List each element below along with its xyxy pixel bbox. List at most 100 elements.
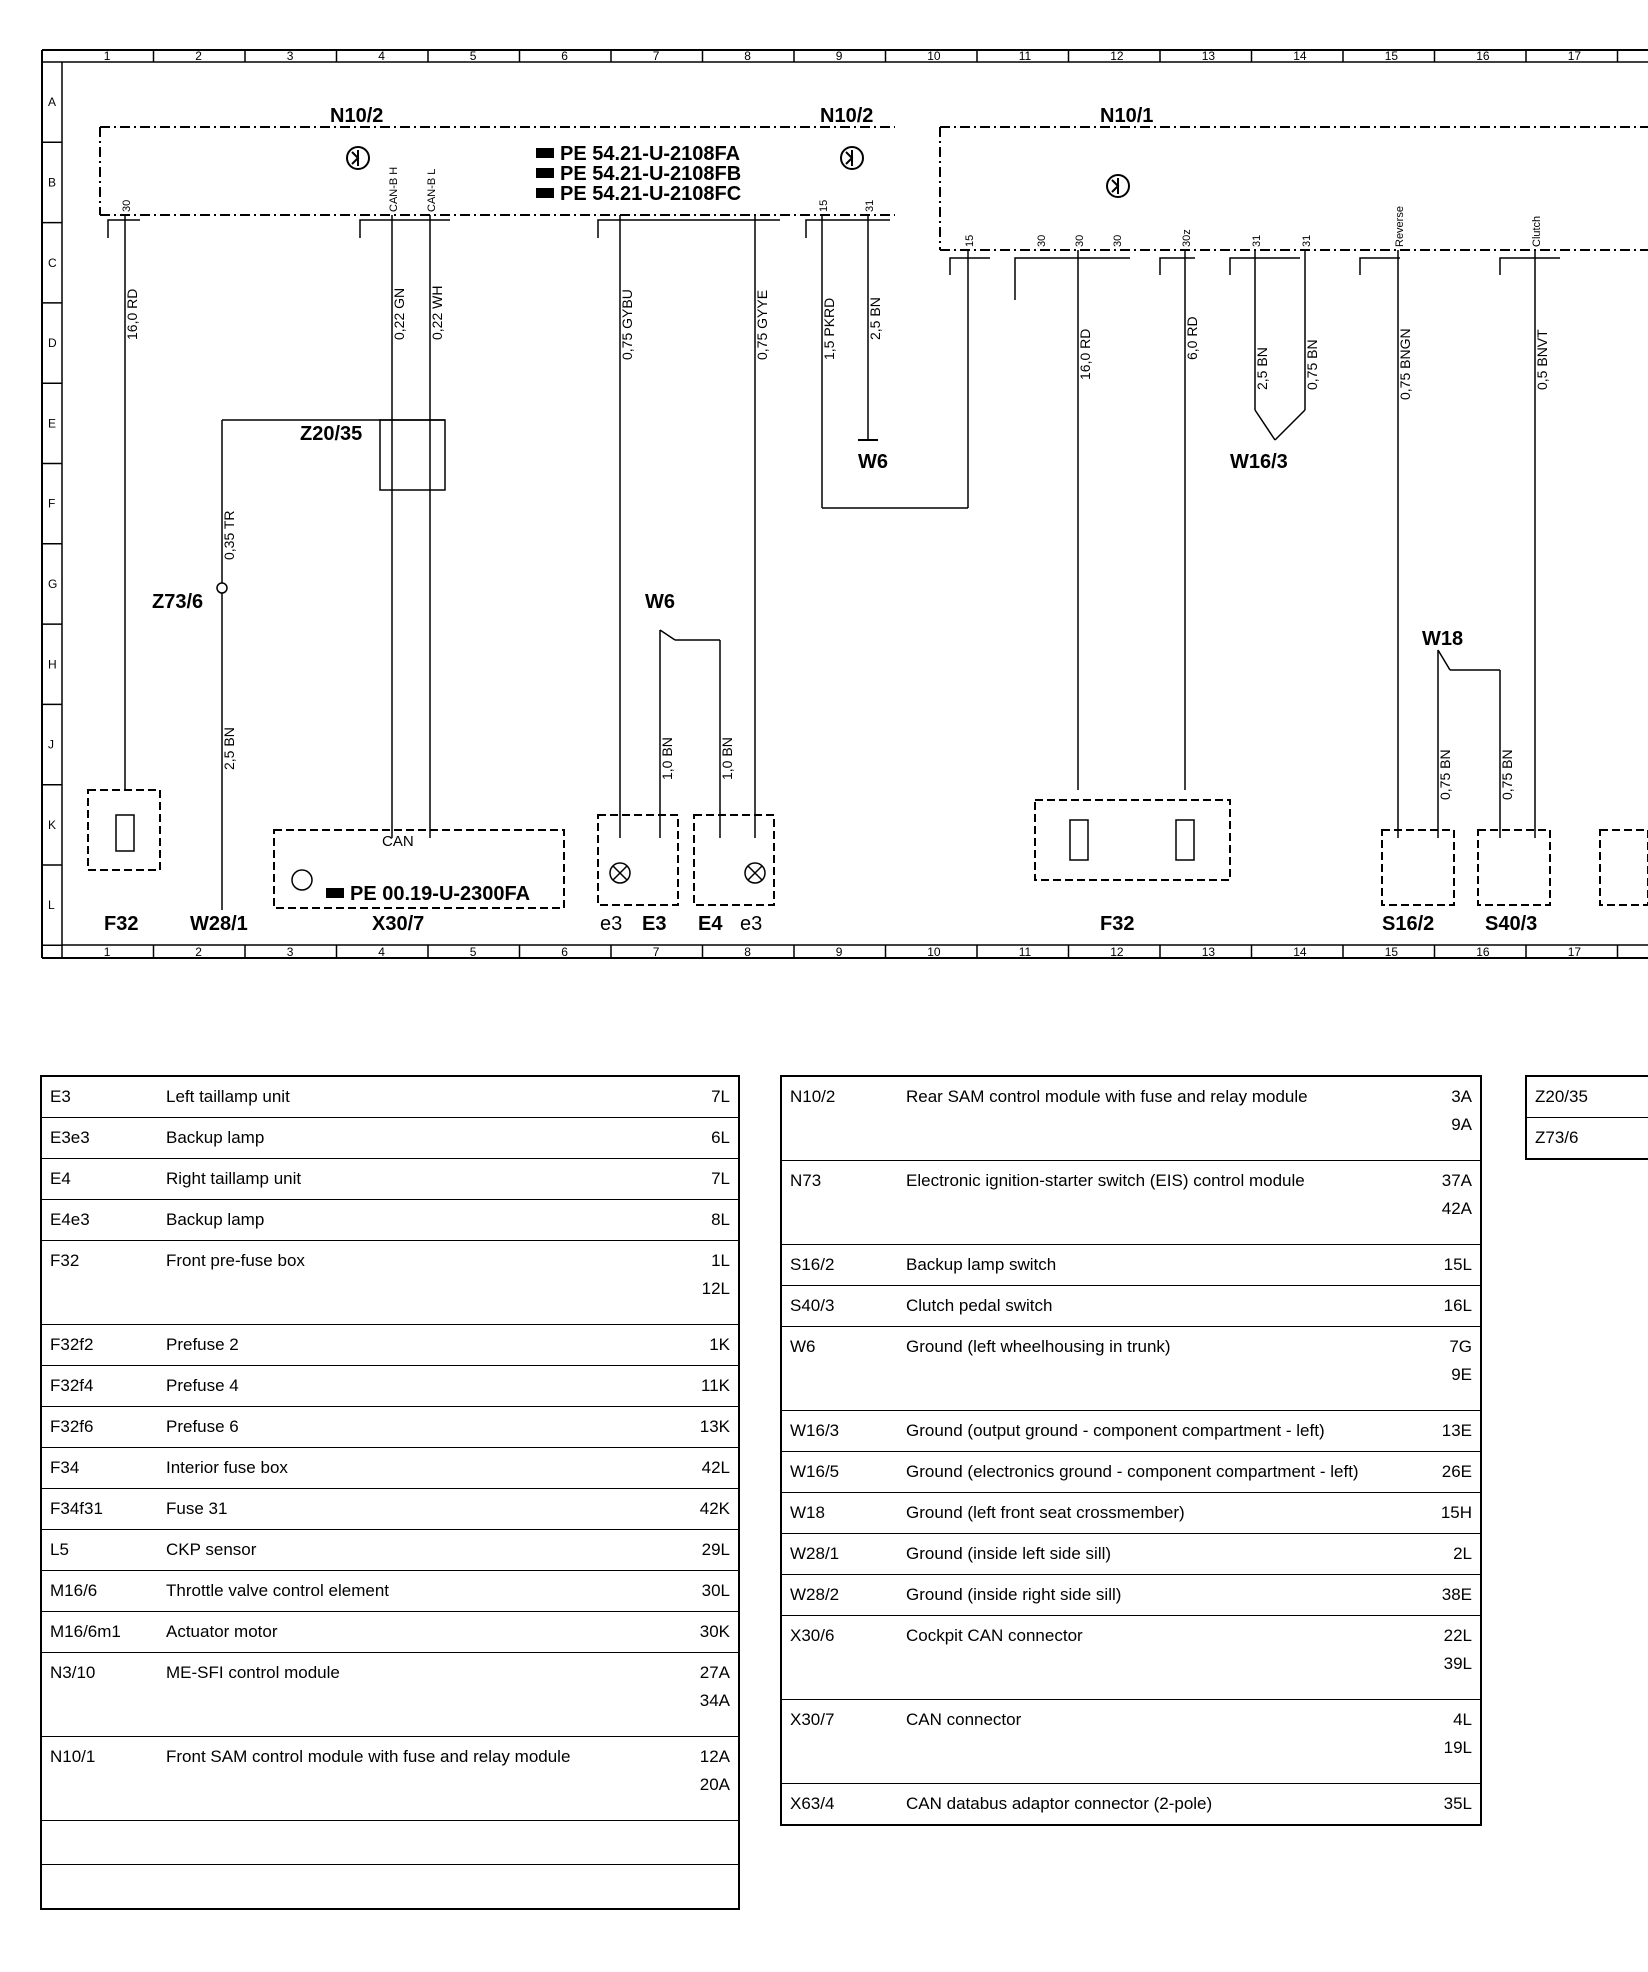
legend-description: Fuse 31 <box>158 1488 686 1530</box>
grid-row-label: J <box>48 738 54 752</box>
legend-description: Prefuse 4 <box>158 1365 686 1407</box>
legend-location: 30L <box>686 1570 739 1612</box>
s16-2-label: S16/2 <box>1382 913 1434 935</box>
w6-top-label: W6 <box>858 451 888 473</box>
legend-description: Throttle valve control element <box>158 1570 686 1612</box>
legend-location-value: 39L <box>1443 1653 1472 1673</box>
legend-location: 11K <box>686 1365 739 1407</box>
legend-description <box>158 1864 686 1909</box>
z73-6-label: Z73/6 <box>152 591 203 613</box>
legend-row: Z20/35 <box>1526 1075 1648 1118</box>
legend-description <box>158 1820 686 1865</box>
grid-column-label: 11 <box>1019 945 1032 959</box>
grid-column-label: 1 <box>104 49 111 63</box>
wire-label: 1,0 BN <box>659 737 675 780</box>
legend-description: CKP sensor <box>158 1529 686 1571</box>
grid-row-label: A <box>48 95 56 109</box>
legend-location-value: 13K <box>699 1417 730 1436</box>
legend-description: Ground (left front seat crossmember) <box>898 1491 1428 1534</box>
grid-column-label: 16 <box>1476 945 1490 959</box>
legend-description: Prefuse 6 <box>158 1406 686 1448</box>
grid-column-label: 12 <box>1110 49 1124 63</box>
w28-1-label: W28/1 <box>190 913 248 935</box>
grid-row-label: H <box>48 657 57 671</box>
legend-code: F32f6 <box>41 1406 158 1448</box>
legend-location: 26E <box>1428 1450 1481 1493</box>
grid-column-label: 3 <box>287 49 294 63</box>
wire-label: 0,22 GN <box>391 288 407 340</box>
legend-description: Ground (left wheelhousing in trunk) <box>898 1325 1428 1411</box>
legend-code: W28/1 <box>781 1532 898 1575</box>
legend-code: W16/5 <box>781 1450 898 1493</box>
legend-location-value: 7G <box>1449 1336 1472 1356</box>
legend-code <box>41 1864 158 1909</box>
x30-7-label: X30/7 <box>372 913 424 935</box>
legend-location-value: 4L <box>1453 1709 1472 1729</box>
wire-label: 0,5 BNVT <box>1534 329 1550 390</box>
grid-column-label: 1 <box>104 945 111 959</box>
legend-description: Backup lamp <box>158 1199 686 1241</box>
z20-35-label: Z20/35 <box>300 423 362 445</box>
legend-code: E4e3 <box>41 1199 158 1241</box>
legend-code: M16/6 <box>41 1570 158 1612</box>
grid-column-label: 6 <box>561 49 568 63</box>
legend-location: 42K <box>686 1488 739 1530</box>
grid-column-label: 8 <box>744 49 751 63</box>
wire-label: 6,0 RD <box>1184 316 1200 360</box>
wiring-diagram: 1122334455667788991010111112121313141415… <box>41 49 1648 959</box>
legend-row <box>41 1864 739 1909</box>
grid-row-label: L <box>48 898 55 912</box>
legend-location: 6L <box>686 1117 739 1159</box>
legend-code: F32 <box>41 1240 158 1325</box>
legend-code: N10/1 <box>41 1736 158 1821</box>
grid-row-label: E <box>48 416 56 430</box>
legend-location-value: 42A <box>1441 1198 1472 1218</box>
grid-column-label: 13 <box>1202 49 1216 63</box>
n10-1-label: N10/1 <box>1100 105 1153 127</box>
pe-can-icon <box>326 888 344 898</box>
legend-location: 35L <box>1428 1782 1481 1825</box>
legend-location: 13E <box>1428 1409 1481 1452</box>
grid-column-label: 6 <box>561 945 568 959</box>
legend-location-value: 37A <box>1441 1170 1472 1190</box>
legend-code <box>41 1820 158 1865</box>
legend-location: 16L <box>1428 1284 1481 1327</box>
legend-description: Front SAM control module with fuse and r… <box>158 1736 686 1821</box>
legend-location-value: 11K <box>701 1376 730 1395</box>
grid-row-label: K <box>48 818 56 832</box>
legend-description: Rear SAM control module with fuse and re… <box>898 1075 1428 1161</box>
pin-label: CAN-B H <box>388 167 400 212</box>
legend-description: Interior fuse box <box>158 1447 686 1489</box>
legend-row <box>41 1820 739 1865</box>
legend-location-value: 22L <box>1443 1625 1472 1645</box>
pe-ref-icons <box>536 148 554 198</box>
legend-location: 13K <box>686 1406 739 1448</box>
legend-location-value: 9E <box>1451 1364 1472 1384</box>
legend-description: Ground (electronics ground - component c… <box>898 1450 1428 1493</box>
legend-description: Clutch pedal switch <box>898 1284 1428 1327</box>
grid-column-label: 5 <box>470 49 477 63</box>
wire-label: 16,0 RD <box>124 289 140 340</box>
pin-label: 30 <box>1074 235 1086 247</box>
legend-location: 2L <box>1428 1532 1481 1575</box>
legend-code: F32f4 <box>41 1365 158 1407</box>
